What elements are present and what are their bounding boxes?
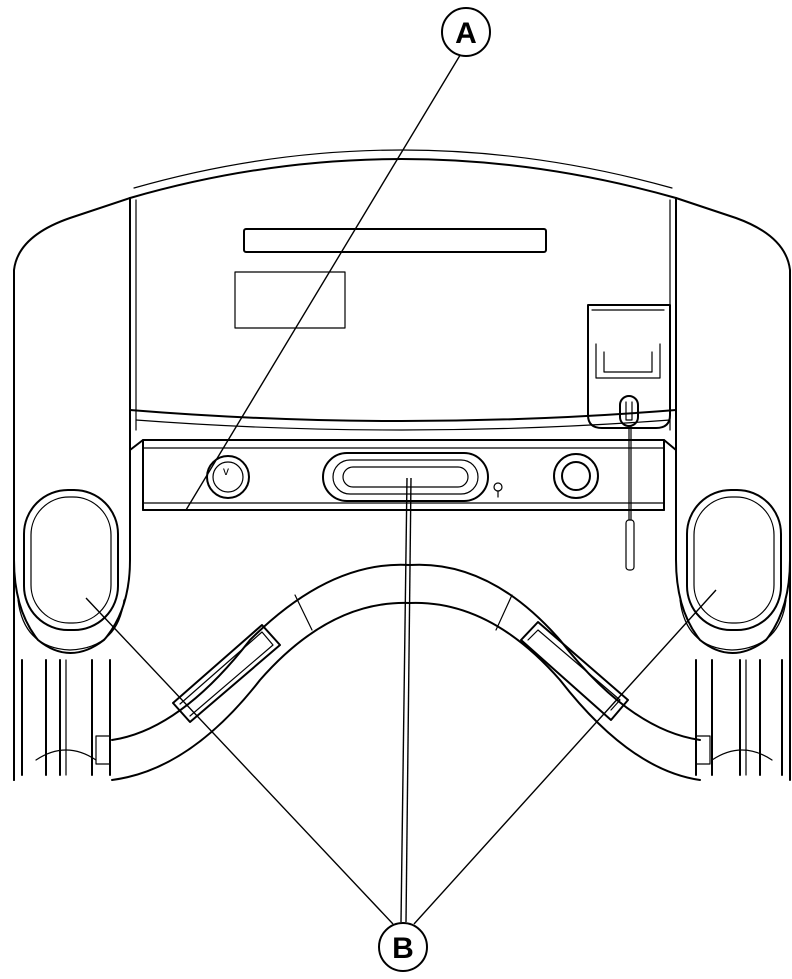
right-grip-sensor	[520, 621, 629, 721]
callout-a: A	[441, 7, 491, 57]
lock-icon	[493, 482, 503, 498]
display-window	[243, 228, 547, 253]
leader-b-left	[85, 597, 394, 925]
right-cup-holder	[675, 449, 791, 776]
leader-b-center-2	[405, 477, 412, 923]
right-button[interactable]	[553, 453, 599, 499]
small-display-box	[234, 271, 346, 329]
left-button-glyph: v	[223, 464, 229, 478]
leader-b-right	[413, 589, 717, 925]
center-oval-button[interactable]	[322, 452, 489, 502]
console-housing	[13, 149, 791, 781]
left-grip-sensor	[172, 624, 281, 723]
leader-lines	[85, 51, 717, 925]
callout-b-label: B	[392, 932, 414, 965]
left-button[interactable]: v	[206, 455, 250, 499]
callout-a-label: A	[455, 17, 477, 50]
button-strip	[142, 439, 665, 511]
leader-b-center-1	[400, 477, 408, 923]
callout-b: B	[378, 922, 428, 972]
left-cup-holder	[13, 449, 131, 781]
safety-key-holder	[587, 304, 671, 571]
leader-a	[185, 51, 463, 511]
